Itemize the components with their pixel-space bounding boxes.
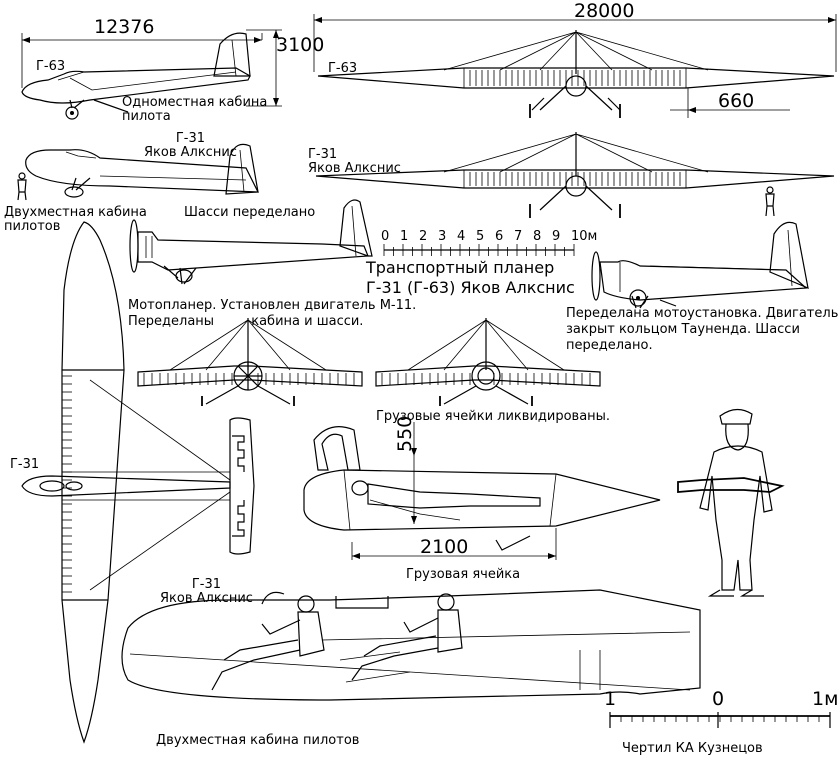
label-two-seat-cabin-top: Двухместная кабина пилотов	[4, 205, 147, 234]
two-seat-cabin-view	[121, 589, 701, 701]
label-cargo-removed: Грузовые ячейки ликвидированы.	[376, 409, 611, 424]
scale-tick-label: 10м	[571, 229, 598, 244]
motor-front-view-2	[375, 318, 601, 406]
cabin-scale-tick-label: 1м	[812, 688, 839, 710]
scale-tick-label: 0	[381, 229, 390, 244]
g31-side-view	[17, 143, 259, 201]
label-drawn-by: Чертил КА Кузнецов	[622, 741, 763, 756]
dim-cell-length: 2100	[420, 536, 469, 558]
label-chassis-redone: Шасси переделано	[184, 205, 316, 220]
dim-side-length: 12376	[94, 16, 155, 38]
cabin-scale-tick-label: 0	[712, 688, 725, 710]
scale-tick-label: 1	[400, 229, 409, 244]
townend-side-view	[591, 221, 809, 309]
label-single-cabin: Одноместная кабина пилота	[122, 95, 268, 124]
dim-side-height: 3100	[276, 34, 325, 56]
label-motor-redone: Переделана мотоустановка. Двигатель закр…	[566, 306, 839, 353]
scale-tick-label: 5	[476, 229, 485, 244]
label-g63-front: Г-63	[328, 61, 358, 76]
label-g63-side: Г-63	[36, 59, 66, 74]
label-g31-side: Г-31 Яков Алкснис	[144, 131, 237, 160]
label-g31-front: Г-31 Яков Алкснис	[308, 147, 401, 176]
label-g31-plan: Г-31	[10, 457, 40, 472]
scale-tick-label: 9	[552, 229, 561, 244]
g63-side-view	[21, 29, 282, 120]
g31-plan-view	[21, 221, 255, 744]
g31-front-view	[315, 132, 835, 218]
cabin-scale-bar	[609, 712, 831, 728]
scale-tick-label: 4	[457, 229, 466, 244]
main-scale-bar	[383, 244, 575, 256]
scale-tick-label: 3	[438, 229, 447, 244]
label-two-seat-cabin-bottom: Двухместная кабина пилотов	[156, 733, 360, 748]
scale-tick-label: 6	[495, 229, 504, 244]
dim-front-span: 28000	[574, 0, 635, 22]
scale-tick-label: 2	[419, 229, 428, 244]
label-cargo-cell: Грузовая ячейка	[406, 567, 521, 582]
motor-front-view-1	[137, 318, 363, 406]
cabin-scale-tick-label: 1	[604, 688, 617, 710]
scale-tick-label: 7	[514, 229, 523, 244]
motor-glider-side-view	[129, 199, 373, 285]
scale-tick-label: 8	[533, 229, 542, 244]
g63-front-view	[313, 14, 837, 118]
soldier-figure	[677, 408, 785, 597]
label-g31-cabin: Г-31 Яков Алкснис	[160, 577, 253, 606]
dim-front-offset: 660	[718, 90, 755, 112]
drawing-title: Транспортный планер Г-31 (Г-63) Яков Алк…	[366, 258, 575, 297]
cargo-cell-view	[303, 422, 661, 560]
label-motor-glider: Мотопланер. Установлен двигатель М-11. П…	[128, 298, 417, 329]
